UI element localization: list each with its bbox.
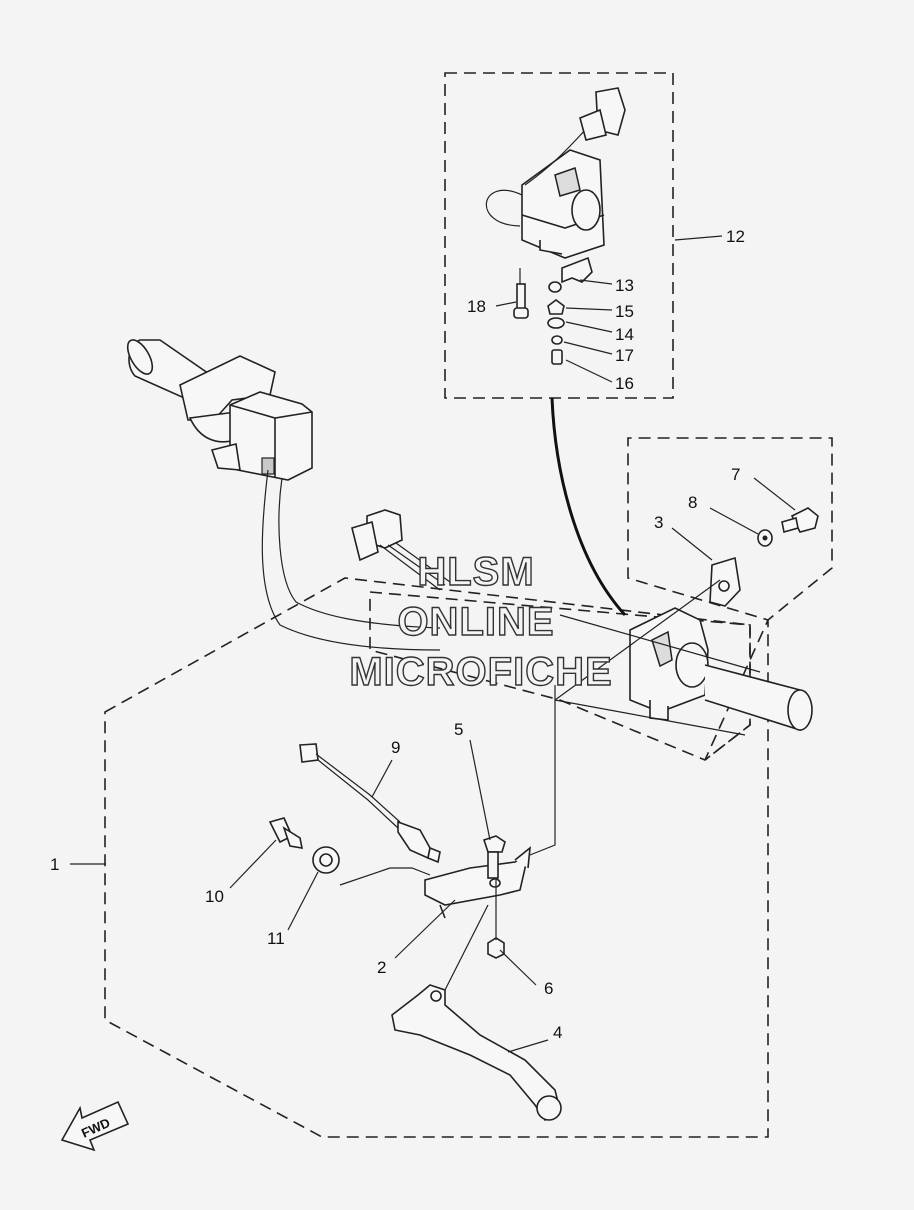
center-connector — [351, 509, 451, 591]
callout-6: 6 — [544, 979, 553, 998]
assembly-12-boundary — [444, 72, 674, 399]
fwd-direction-arrow: FWD — [60, 1100, 130, 1152]
callout-14: 14 — [615, 325, 634, 344]
callout-15: 15 — [615, 302, 634, 321]
callout-7: 7 — [731, 465, 740, 484]
washer-8 — [757, 529, 773, 547]
bracket-clamp-3 — [709, 556, 741, 607]
left-switch-cable — [261, 469, 441, 651]
watermark-line-3: MICROFICHE — [349, 650, 612, 694]
bracket-3-guide-line — [554, 579, 721, 701]
callout-11: 11 — [267, 929, 285, 948]
callout-4: 4 — [553, 1023, 562, 1042]
callout-18: 18 — [467, 297, 486, 316]
right-switch-housing — [629, 607, 709, 721]
lever-4 — [391, 984, 562, 1122]
screw-18 — [513, 283, 529, 319]
lever-guide-lines — [339, 685, 556, 991]
switch-bracket-boundary — [369, 591, 751, 761]
callout-10: 10 — [205, 887, 224, 906]
clip-13 — [561, 256, 593, 284]
callout-1: 1 — [50, 855, 59, 874]
callout-12: 12 — [726, 227, 745, 246]
small-stack-parts — [547, 281, 565, 365]
leader-lines — [70, 235, 796, 1053]
cable-switch-9 — [299, 743, 441, 864]
handlebar-axis-line — [554, 614, 761, 736]
watermark-line-2: ONLINE — [397, 600, 554, 644]
callout-16: 16 — [615, 374, 634, 393]
nut-6 — [487, 937, 505, 959]
callout-2: 2 — [377, 958, 386, 977]
right-grip — [704, 664, 813, 732]
left-grip — [126, 339, 276, 443]
nut-11 — [312, 846, 340, 874]
callout-5: 5 — [454, 720, 463, 739]
callout-13: 13 — [615, 276, 634, 295]
right-switch-cable — [550, 397, 627, 617]
callout-3: 3 — [654, 513, 663, 532]
callout-9: 9 — [391, 738, 400, 757]
left-switch-housing — [210, 391, 313, 481]
bolt-10 — [268, 817, 304, 849]
bolt-5 — [482, 835, 506, 879]
callout-17: 17 — [615, 346, 634, 365]
switch-assembly-12 — [485, 87, 626, 300]
assembly-1-boundary — [104, 437, 833, 1138]
watermark-line-1: HLSM — [417, 550, 534, 594]
lever-bracket-2 — [424, 846, 531, 919]
bolt-7 — [781, 507, 819, 534]
callout-8: 8 — [688, 493, 697, 512]
